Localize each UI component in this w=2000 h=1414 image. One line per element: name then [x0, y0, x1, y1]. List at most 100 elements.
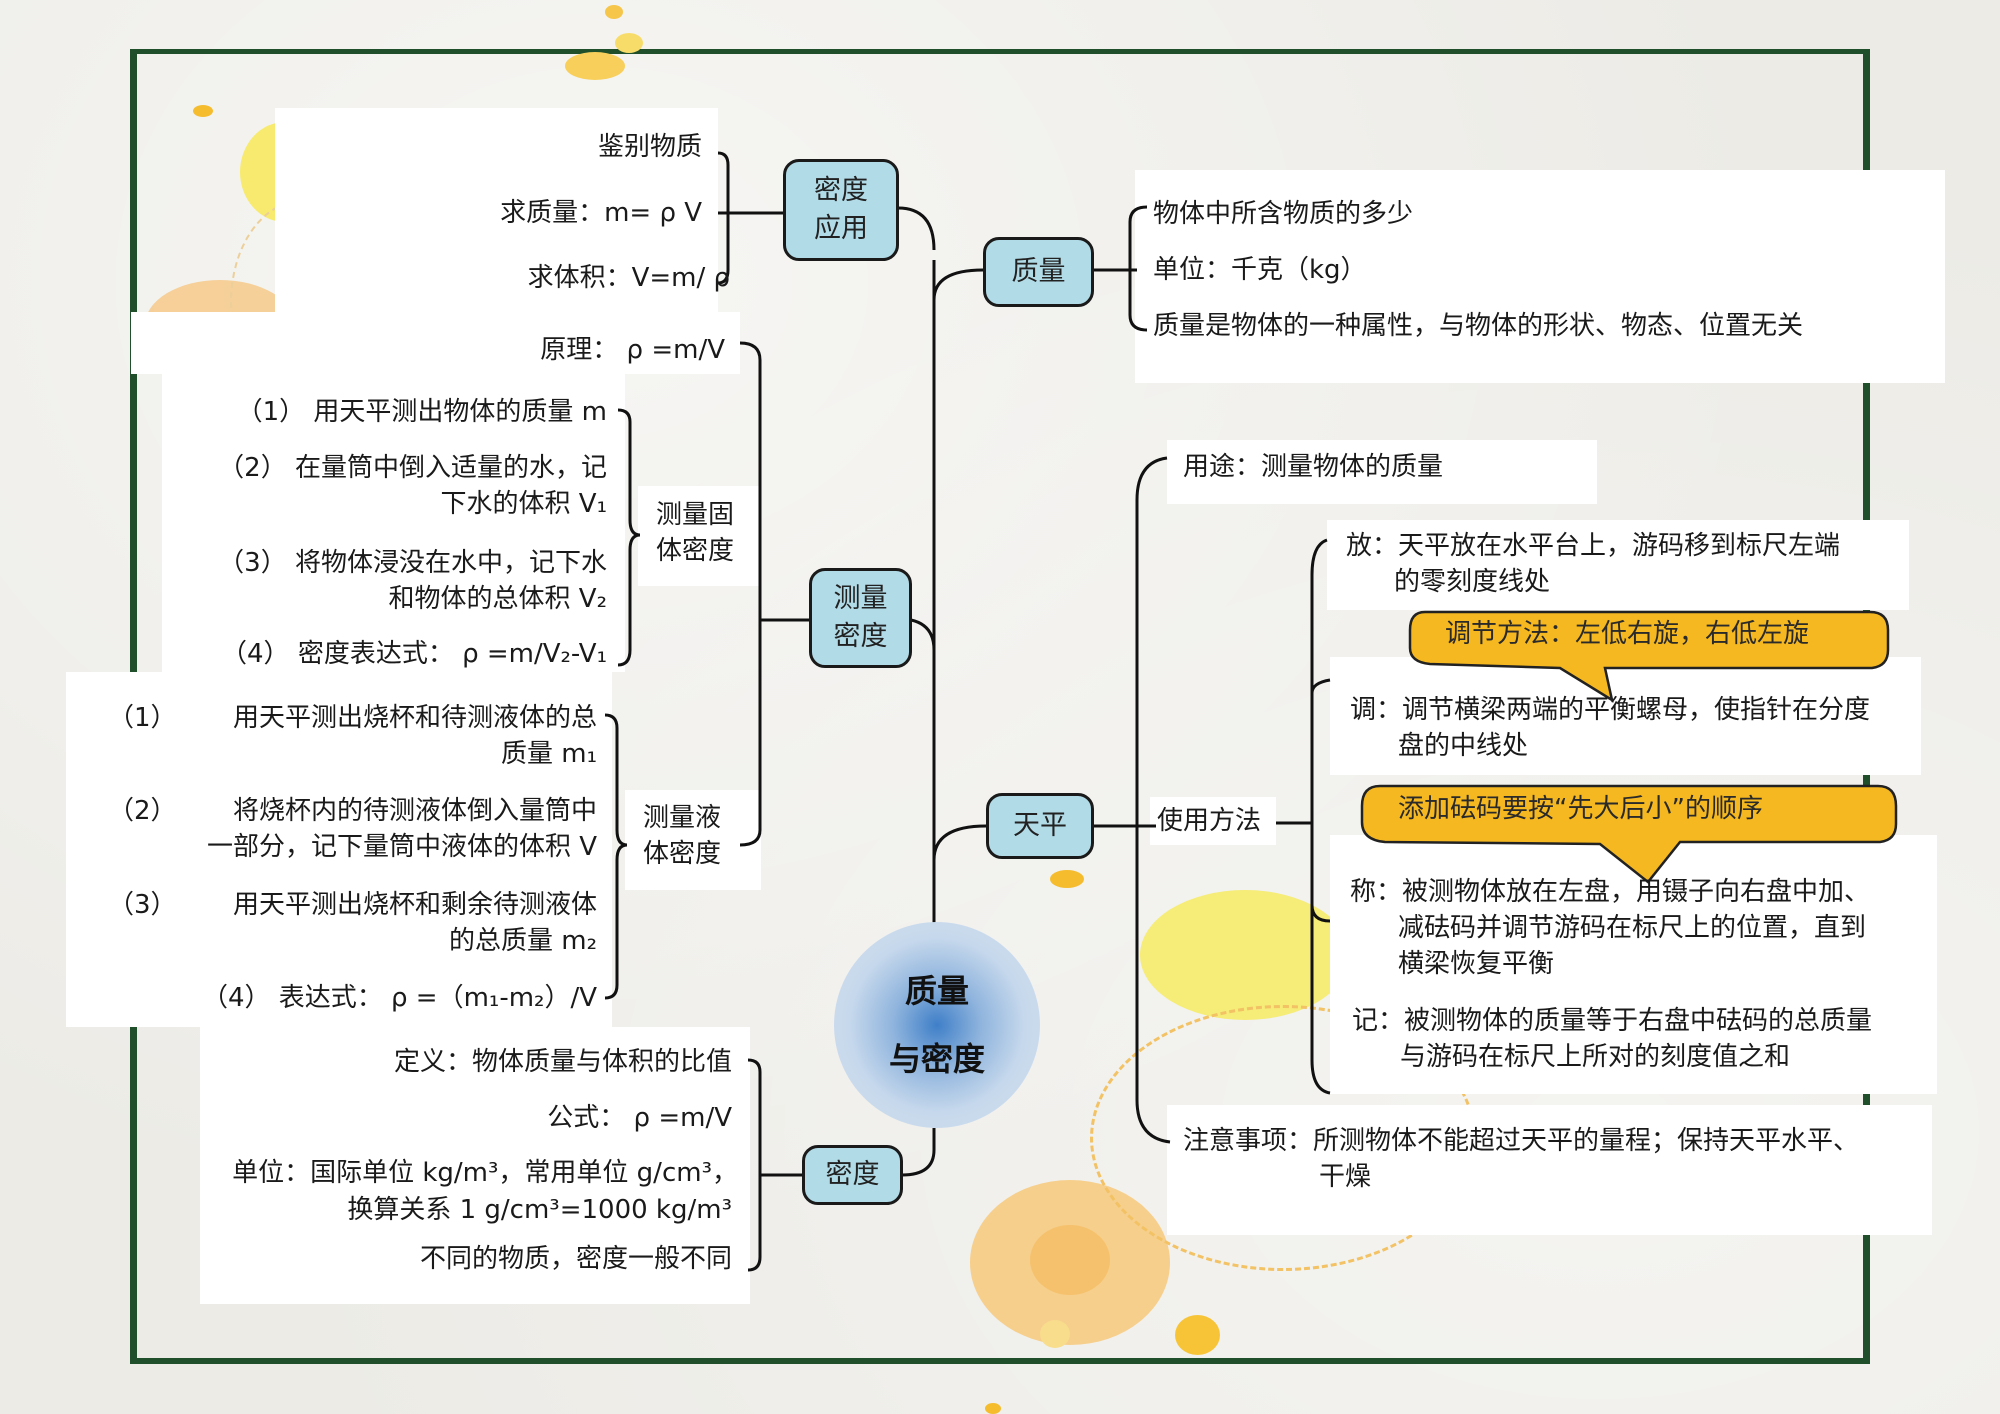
step-text: 用天平测出烧杯和待测液体的总 [232, 703, 597, 733]
solid-step-1: （1） 用天平测出物体的质量 m [237, 394, 607, 430]
node-label-line: 测量 [833, 583, 888, 614]
decor-circle [1140, 890, 1350, 1020]
step-text: 横梁恢复平衡 [1398, 949, 1555, 979]
central-topic-line2: 与密度 [888, 1040, 985, 1078]
step-text: 的总质量 m₂ [448, 926, 597, 956]
balance-step-adjust: 调：调节横梁两端的平衡螺母，使指针在分度 盘的中线处 [1350, 692, 1870, 764]
label-line: 测量固 [656, 500, 735, 530]
density-conversion: 换算关系 1 g/cm³=1000 kg/m³ [347, 1195, 732, 1225]
panel-liquid-label [625, 790, 761, 890]
balance-method-label: 使用方法 [1157, 806, 1262, 836]
liquid-step-1: 用天平测出烧杯和待测液体的总 质量 m₁ [233, 700, 597, 772]
density-unit: 单位：国际单位 kg/m³，常用单位 g/cm³， [232, 1158, 738, 1188]
panel-balance-notes [1167, 1105, 1932, 1235]
decor-dot [985, 1403, 1001, 1414]
node-measure-density[interactable]: 测量 密度 [809, 568, 912, 668]
density-app-item: 鉴别物质 [597, 132, 702, 162]
step-number: （3） [218, 548, 287, 578]
balance-step-record: 记：被测物体的质量等于右盘中砝码的总质量 与游码在标尺上所对的刻度值之和 [1352, 1003, 1872, 1075]
decor-dot [565, 52, 625, 80]
node-label-line: 应用 [814, 213, 868, 244]
step-text: 放：天平放在水平台上，游码移到标尺左端 [1346, 531, 1841, 561]
callout-adjust-text: 调节方法：左低右旋，右低左旋 [1445, 619, 1810, 649]
panel-balance-method-label [1150, 797, 1276, 845]
decor-dot [1040, 1320, 1070, 1348]
node-density[interactable]: 密度 [802, 1145, 903, 1205]
step-text: 一部分，记下量筒中液体的体积 V [206, 832, 597, 862]
mass-definition: 物体中所含物质的多少 [1153, 199, 1414, 229]
step-text: 表达式： ρ =（m₁-m₂）/V [278, 983, 597, 1013]
balance-notes: 注意事项：所测物体不能超过天平的量程；保持天平水平、 干燥 [1183, 1123, 1859, 1195]
solid-step-4: （4） 密度表达式： ρ =m/V₂-V₁ [221, 636, 607, 672]
density-app-item: 求质量：m= ρ V [500, 198, 702, 228]
balance-step-place: 放：天平放在水平台上，游码移到标尺左端 的零刻度线处 [1346, 528, 1840, 600]
notes-text: 注意事项：所测物体不能超过天平的量程；保持天平水平、 [1183, 1126, 1860, 1156]
node-label: 天平 [1013, 810, 1067, 841]
step-text: 和物体的总体积 V₂ [388, 584, 607, 614]
step-text: 记：被测物体的质量等于右盘中砝码的总质量 [1352, 1006, 1873, 1036]
step-text: 下水的体积 V₁ [440, 489, 607, 519]
panel-step-place [1327, 520, 1909, 610]
node-label: 密度 [825, 1159, 880, 1190]
panel-solid-label [638, 486, 761, 586]
node-label-line: 密度 [833, 621, 888, 652]
step-number: （4） [201, 983, 271, 1013]
liquid-step-2: 将烧杯内的待测液体倒入量筒中 一部分，记下量筒中液体的体积 V [207, 793, 597, 865]
solid-density-label: 测量固 体密度 [656, 497, 734, 569]
liquid-density-label: 测量液 体密度 [643, 800, 721, 872]
panel-density [200, 1027, 750, 1304]
panel-liquid-steps [66, 672, 612, 1027]
panel-principle [131, 312, 740, 374]
liquid-step-3: 用天平测出烧杯和剩余待测液体 的总质量 m₂ [233, 887, 597, 959]
balance-step-weigh: 称：被测物体放在左盘，用镊子向右盘中加、 减砝码并调节游码在标尺上的位置，直到 … [1350, 874, 1870, 982]
central-topic-node[interactable]: 质量 与密度 [834, 922, 1040, 1128]
step-text: 减砝码并调节游码在标尺上的位置，直到 [1398, 913, 1867, 943]
decor-dot [1050, 870, 1084, 888]
step-number: （2） [218, 453, 287, 483]
mass-property: 质量是物体的一种属性，与物体的形状、物态、位置无关 [1153, 311, 1804, 341]
step-number: （4） [221, 639, 290, 669]
node-density-application[interactable]: 密度 应用 [783, 159, 899, 261]
density-formula: 公式： ρ =m/V [547, 1103, 732, 1133]
panel-step-record [1330, 994, 1937, 1094]
step-text: 用天平测出烧杯和剩余待测液体 [232, 890, 597, 920]
central-topic-line1: 质量 [904, 972, 969, 1010]
liquid-step-1-num: （1） [108, 703, 177, 733]
step-number: （1） [236, 397, 306, 427]
balance-use: 用途：测量物体的质量 [1183, 452, 1444, 482]
frame-bottom [130, 1358, 1870, 1364]
label-line: 体密度 [656, 536, 735, 566]
density-definition: 定义：物体质量与体积的比值 [393, 1047, 732, 1077]
density-property: 不同的物质，密度一般不同 [419, 1244, 732, 1274]
node-mass[interactable]: 质量 [983, 237, 1094, 307]
liquid-step-4: （4） 表达式： ρ =（m₁-m₂）/V [202, 980, 597, 1016]
node-balance[interactable]: 天平 [986, 793, 1094, 859]
step-text: 用天平测出物体的质量 m [313, 397, 607, 427]
notes-text: 干燥 [1319, 1162, 1372, 1192]
solid-step-3: （3） 将物体浸没在水中，记下水 和物体的总体积 V₂ [218, 545, 607, 617]
step-text: 密度表达式： ρ =m/V₂-V₁ [297, 639, 607, 669]
decor-dot [193, 105, 213, 117]
measure-principle: 原理： ρ =m/V [540, 335, 725, 365]
node-label: 质量 [1011, 256, 1066, 287]
mass-unit: 单位：千克（kg） [1153, 255, 1367, 285]
step-text: 称：被测物体放在左盘，用镊子向右盘中加、 [1350, 877, 1871, 907]
liquid-step-2-num: （2） [108, 796, 177, 826]
panel-mass [1135, 170, 1945, 383]
step-text: 将物体浸没在水中，记下水 [294, 548, 607, 578]
solid-step-2: （2） 在量筒中倒入适量的水，记 下水的体积 V₁ [218, 450, 607, 522]
decor-circle [1030, 1225, 1110, 1295]
step-text: 的零刻度线处 [1394, 567, 1551, 597]
step-text: 在量筒中倒入适量的水，记 [294, 453, 607, 483]
panel-solid-steps [162, 374, 625, 672]
node-label-line: 密度 [814, 175, 868, 206]
frame-top [130, 49, 1870, 54]
panel-step-adjust [1330, 657, 1921, 775]
step-text: 质量 m₁ [500, 739, 597, 769]
decor-dot [615, 33, 643, 53]
liquid-step-3-num: （3） [108, 890, 177, 920]
label-line: 体密度 [643, 839, 722, 869]
panel-balance-use [1167, 440, 1597, 504]
step-text: 调：调节横梁两端的平衡螺母，使指针在分度 [1350, 695, 1871, 725]
